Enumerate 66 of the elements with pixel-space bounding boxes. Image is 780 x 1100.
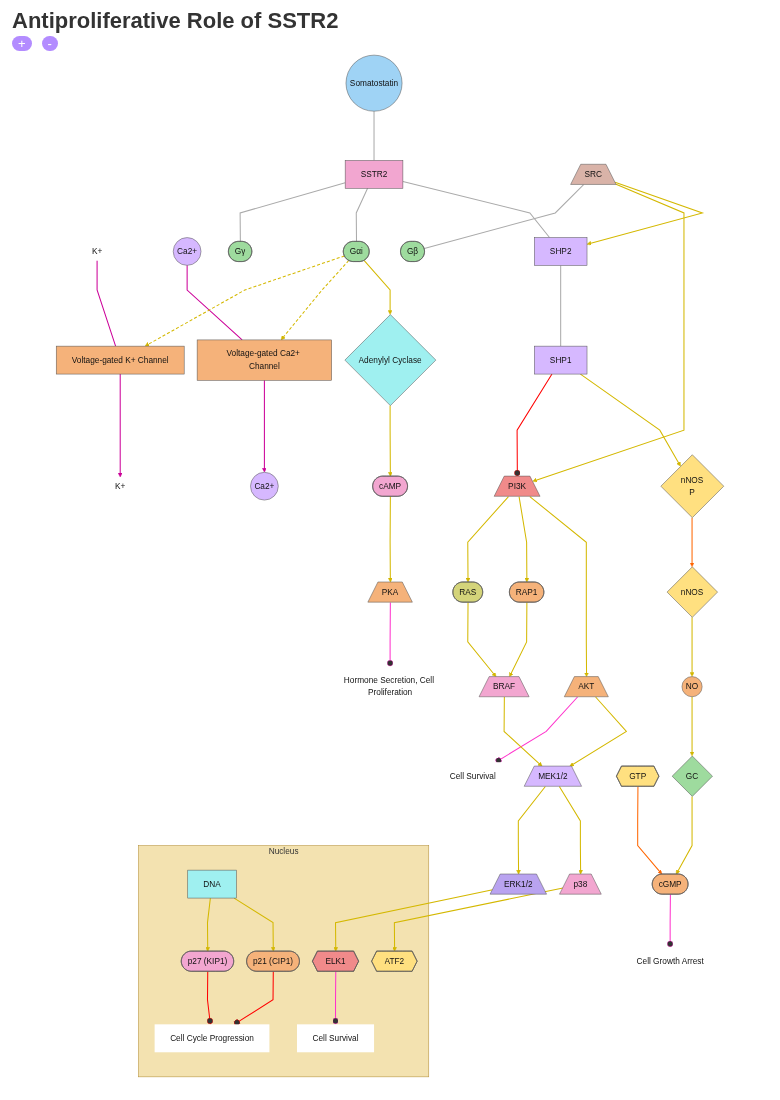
connector (402, 181, 551, 238)
arrow (233, 897, 276, 952)
arrow (144, 255, 345, 347)
arrow (586, 181, 705, 246)
node-diamond: nNOS P (660, 454, 725, 518)
connector (495, 696, 579, 764)
node-text: K+ (115, 481, 126, 491)
arrow (333, 889, 494, 952)
node-circle: Ca2+ (172, 237, 202, 266)
arrow (388, 405, 393, 477)
node-box: Cell Survival (297, 1024, 375, 1053)
arrow (388, 496, 393, 583)
node-text: Hormone Secretion, Cell Proliferation (343, 675, 435, 698)
arrow (516, 786, 546, 875)
node-box: SHP1 (534, 345, 588, 375)
connector (96, 260, 117, 347)
connector (560, 264, 562, 347)
arrow (509, 601, 528, 678)
connector (239, 182, 346, 243)
arrow (689, 517, 695, 568)
connector (332, 971, 339, 1025)
node-text: Cell Survival (449, 771, 496, 781)
arrow (689, 696, 695, 757)
node-box: Voltage-gated K+ Channel (55, 345, 185, 375)
arrow (503, 696, 543, 767)
connector (206, 971, 214, 1025)
arrow (529, 496, 589, 678)
node-box: SSTR2 (344, 160, 404, 189)
connector (423, 184, 585, 250)
node-box: Cell Cycle Progression (154, 1024, 270, 1053)
arrow (569, 696, 628, 767)
node-diamond: Adenylyl Cyclase (344, 314, 437, 406)
arrow (558, 786, 583, 875)
node-circle: NO (681, 676, 703, 697)
arrow (675, 795, 693, 875)
node-diamond: nNOS (666, 566, 718, 618)
arrow (532, 183, 685, 483)
sign-label: - (41, 36, 58, 51)
connector (514, 373, 553, 477)
connector (233, 971, 274, 1026)
connector (667, 893, 674, 948)
arrow (280, 260, 350, 341)
arrow (117, 373, 123, 478)
connector (186, 264, 243, 341)
arrow (637, 786, 663, 875)
node-box: DNA (187, 869, 237, 899)
sign-label: + (12, 36, 32, 51)
node-text: K+ (91, 246, 103, 256)
arrow (205, 897, 211, 952)
arrow (518, 496, 530, 583)
arrow (579, 373, 681, 467)
node-diamond: GC (671, 755, 713, 797)
connector (373, 110, 375, 161)
node-box: Voltage-gated Ca2+ Channel (196, 339, 332, 381)
connector (386, 601, 394, 667)
arrow (262, 379, 267, 473)
arrow (467, 601, 497, 678)
arrow (689, 616, 695, 677)
node-text: Cell Growth Arrest (636, 956, 704, 966)
connector (355, 187, 369, 243)
node-circle: Somatostatin (345, 54, 403, 112)
title: Antiproliferative Role of SSTR2 (12, 8, 340, 34)
node-circle: Ca2+ (250, 472, 279, 501)
arrow (465, 496, 509, 583)
node-box: SHP2 (534, 237, 588, 266)
arrow (363, 260, 393, 315)
